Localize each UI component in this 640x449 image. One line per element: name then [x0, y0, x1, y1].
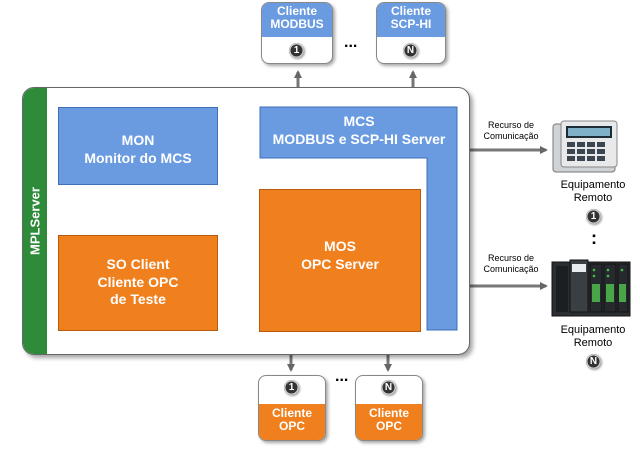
so-client-box: SO Client Cliente OPC de Teste [58, 235, 218, 331]
mon-title: MON [121, 132, 155, 148]
remote-device-1-badge: 1 [586, 209, 601, 224]
mcs-title: MCS [343, 113, 375, 129]
mon-box: MON Monitor do MCS [58, 107, 218, 185]
remote-device-1-image [552, 120, 618, 173]
client-opcn-card: N Cliente OPC [355, 375, 423, 441]
client-opc1-line1: Cliente [271, 406, 312, 420]
remote-device-n-badge: N [586, 354, 601, 369]
remote-n-line1: Equipamento [560, 324, 626, 336]
remote-device-n-image [551, 259, 631, 317]
client-opcn-badge: N [381, 380, 396, 395]
so-client-line1: SO Client [106, 256, 170, 272]
mos-title: MOS [324, 238, 356, 254]
remote-ellipsis: : [591, 228, 597, 248]
mos-box: MOS OPC Server [259, 189, 421, 332]
remote-device-n-label: Equipamento Remoto [556, 324, 630, 350]
mos-subtitle: OPC Server [301, 255, 379, 272]
mcs-label: MCS MODBUS e SCP-HI Server [259, 113, 459, 148]
client-scphi-line1: Cliente [390, 4, 431, 18]
client-scphi-badge: N [403, 43, 418, 58]
remote-device-1-label: Equipamento Remoto [556, 179, 630, 205]
bottom-clients-ellipsis: ... [335, 368, 349, 385]
client-opc1-badge: 1 [284, 380, 299, 395]
mon-subtitle: Monitor do MCS [84, 149, 192, 166]
so-client-line3: de Teste [110, 291, 166, 307]
resource-1-line1: Recurso de [487, 120, 535, 130]
client-scphi-card: Cliente SCP-HI N [376, 2, 446, 64]
client-opc1-line2: OPC [278, 419, 305, 433]
resource-n-line1: Recurso de [487, 253, 535, 263]
mcs-subtitle: MODBUS e SCP-HI Server [272, 130, 446, 147]
mcs-shape [259, 106, 458, 331]
so-client-line2: Cliente OPC [97, 273, 179, 290]
resource-1-line2: Comunicação [483, 131, 539, 141]
resource-label-1: Recurso de Comunicação [476, 120, 546, 142]
client-opcn-line2: OPC [375, 419, 402, 433]
remote-n-line2: Remoto [573, 337, 613, 349]
client-modbus-line1: Cliente [276, 4, 317, 18]
client-modbus-card: Cliente MODBUS 1 [261, 2, 333, 64]
mplserver-sidebar: MPLServer [23, 88, 47, 354]
resource-label-n: Recurso de Comunicação [476, 253, 546, 275]
client-scphi-line2: SCP-HI [390, 17, 432, 31]
client-opcn-line1: Cliente [368, 406, 409, 420]
resource-n-line2: Comunicação [483, 264, 539, 274]
remote-1-line1: Equipamento [560, 179, 626, 191]
remote-1-line2: Remoto [573, 192, 613, 204]
client-opc1-card: 1 Cliente OPC [258, 375, 326, 441]
client-modbus-line2: MODBUS [270, 17, 324, 31]
top-clients-ellipsis: ... [344, 34, 358, 51]
mplserver-label: MPLServer [27, 187, 43, 255]
client-modbus-badge: 1 [289, 43, 304, 58]
